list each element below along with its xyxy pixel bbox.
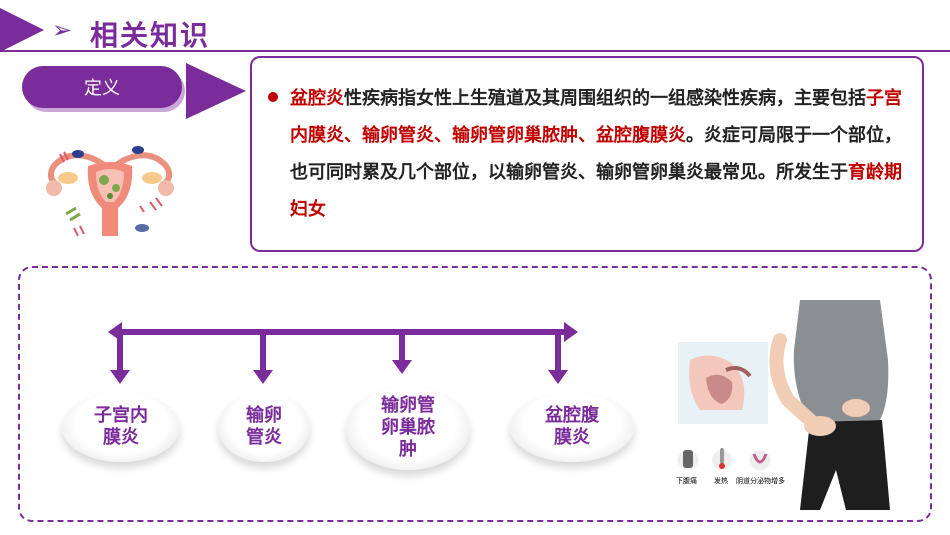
classification-arrows [108, 322, 578, 384]
abdominal-pain-illustration: 下腹痛 发热 阴道分泌物增多 [676, 300, 890, 510]
thermometer-icon [712, 448, 732, 470]
symptom-label: 发热 [714, 476, 728, 485]
definition-segment: 。炎症可局限于一个部位，也可同时累及几个部位，以输卵管炎、输卵管卵巢炎最常见。所… [290, 125, 902, 183]
type-endometritis: 子宫内膜炎 [62, 392, 180, 462]
type-line: 管炎 [246, 427, 282, 448]
discharge-icon [750, 450, 770, 470]
type-line: 肿 [399, 439, 417, 460]
type-line: 子宫内 [94, 405, 148, 426]
type-salpingitis: 输卵管炎 [218, 392, 310, 462]
type-pelvic-peritonitis: 盆腔腹膜炎 [510, 392, 634, 462]
definition-segment: 子宫内膜炎、输卵管炎、输卵管卵巢脓肿、盆腔腹膜炎 [290, 88, 902, 146]
type-line: 输卵管 [381, 395, 435, 416]
header-underline [0, 50, 950, 52]
type-line: 膜炎 [554, 427, 590, 448]
definition-tag-label: 定义 [84, 78, 120, 99]
definition-text: 盆腔炎性疾病指女性上生殖道及其周围组织的一组感染性疾病，主要包括子宫内膜炎、输卵… [290, 80, 910, 228]
type-line: 卵巢脓 [381, 417, 435, 438]
header-triangle [0, 8, 44, 52]
abdomen-pain-icon [678, 450, 698, 470]
definition-segment: 性疾病指女性上生殖道及其周围组织的一组感染性疾病，主要包括 [344, 88, 866, 109]
symptom-label: 下腹痛 [676, 476, 697, 485]
types-panel [18, 266, 932, 522]
definition-pointer-icon [186, 63, 246, 119]
definition-segment: 育龄期妇女 [290, 162, 902, 220]
symptom-label: 阴道分泌物增多 [736, 476, 785, 485]
definition-box [250, 56, 924, 252]
definition-segment: 盆腔炎 [290, 88, 344, 109]
type-tubo-ovarian-abscess: 输卵管卵巢脓肿 [346, 386, 470, 470]
type-line: 膜炎 [103, 427, 139, 448]
bullet-icon [268, 92, 278, 102]
type-line: 输卵 [246, 405, 282, 426]
header-arrow-icon: ➢ [52, 16, 73, 44]
uterus-illustration [46, 146, 174, 237]
definition-tag: 定义 [22, 66, 182, 108]
type-line: 盆腔腹 [545, 405, 599, 426]
page-title: 相关知识 [90, 19, 211, 52]
